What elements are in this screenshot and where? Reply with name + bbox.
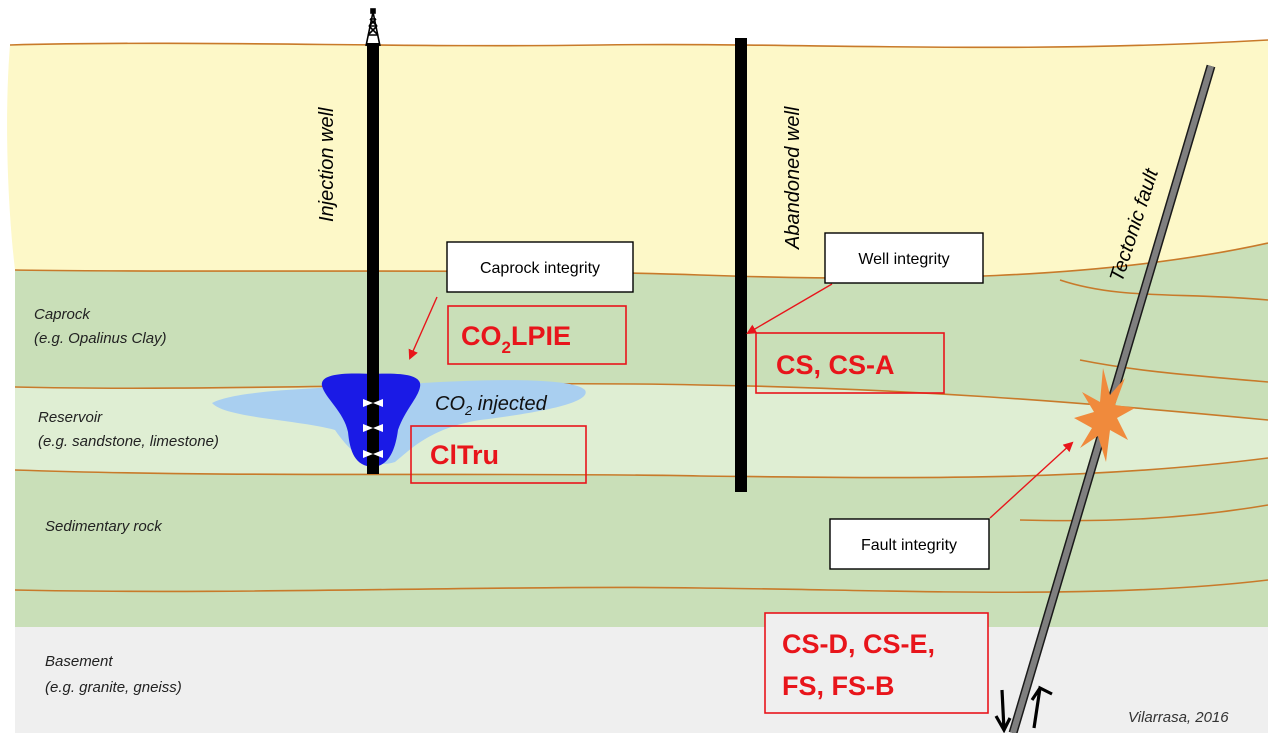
reservoir-example-label: (e.g. sandstone, limestone) [38,433,219,450]
overburden-layer [7,40,1268,278]
basement-example-label: (e.g. granite, gneiss) [45,679,182,696]
caprock-integrity-callout: Caprock integrity [447,242,633,292]
abandoned-well [735,38,747,492]
abandoned-well-label: Abandoned well [782,106,804,250]
credit-label: Vilarrasa, 2016 [1128,709,1229,726]
fault-integrity-label: Fault integrity [861,537,957,554]
basement-code-box: CS-D, CS-E, FS, FS-B [765,613,988,713]
reservoir-label: Reservoir [38,409,103,426]
cs-code: CS, CS-A [776,350,895,380]
citru-code: ClTru [430,440,499,470]
co2-injected-label: CO2 injected [435,393,548,418]
injection-well-label: Injection well [316,107,338,222]
well-integrity-label: Well integrity [858,251,949,268]
caprock-integrity-label: Caprock integrity [480,260,600,277]
sedimentary-rock-label: Sedimentary rock [45,518,163,535]
basement-code-line2: FS, FS-B [782,671,895,701]
sedimentary-rock-layer [15,458,1268,627]
injection-well [367,43,379,474]
basement-layer [15,627,1268,733]
basement-code-line1: CS-D, CS-E, [782,629,935,659]
well-integrity-callout: Well integrity [825,233,983,283]
drilling-rig-icon [366,9,380,46]
basement-label: Basement [45,653,113,670]
caprock-label: Caprock [34,306,91,323]
fault-integrity-callout: Fault integrity [830,519,989,569]
caprock-example-label: (e.g. Opalinus Clay) [34,330,167,347]
